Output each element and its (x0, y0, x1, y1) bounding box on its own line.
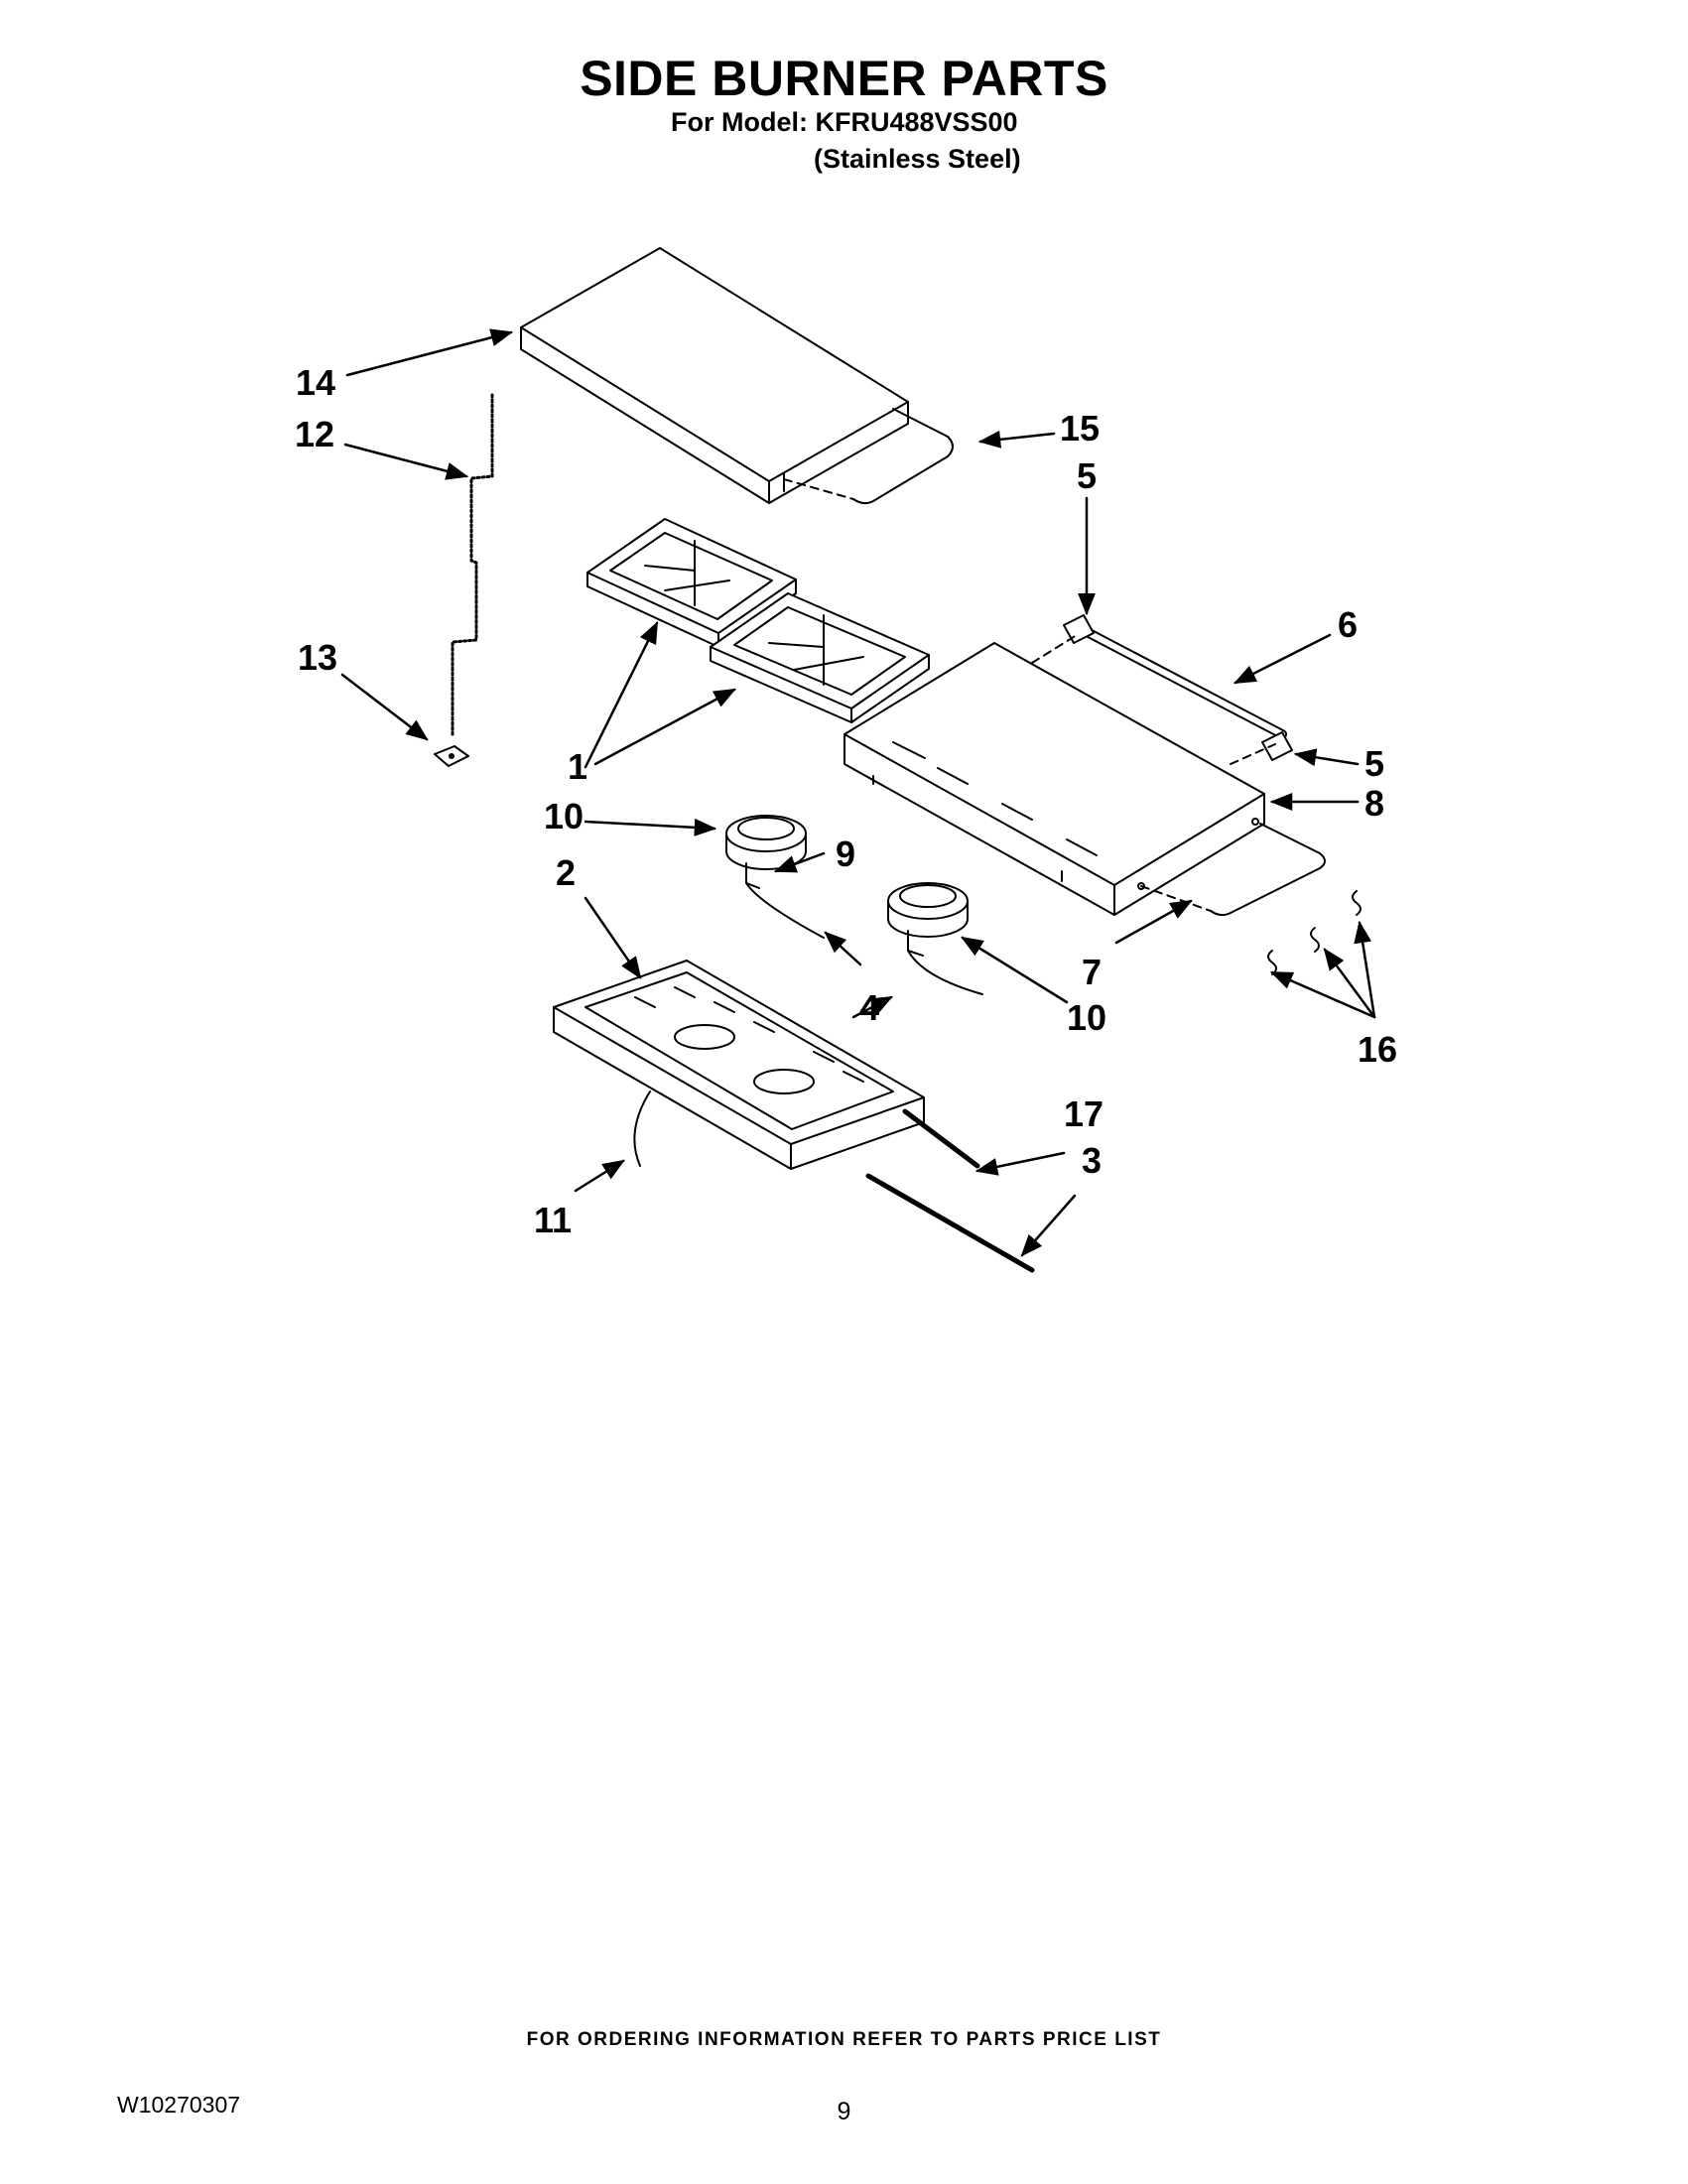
front-rod (1140, 823, 1326, 917)
callout-13: 13 (298, 637, 338, 678)
callout-11: 11 (534, 1200, 573, 1240)
clip (434, 745, 469, 767)
lid-handle (783, 408, 954, 505)
gas-tube-long (865, 1173, 1035, 1273)
callout-15: 15 (1060, 408, 1101, 449)
cover-lid (520, 247, 909, 504)
ordering-note: FOR ORDERING INFORMATION REFER TO PARTS … (526, 2029, 1162, 2050)
callout-8: 8 (1364, 783, 1385, 824)
finish-line: (Stainless Steel) (814, 144, 1021, 174)
callout-16: 16 (1358, 1029, 1398, 1070)
burner-box (844, 642, 1265, 916)
callout-14: 14 (296, 362, 336, 403)
spring-clips (1267, 890, 1362, 975)
model-line: For Model: KFRU488VSS00 (671, 107, 1018, 137)
callout-9: 9 (836, 834, 856, 874)
burner-head-left (725, 815, 825, 939)
burner-grate-right (710, 592, 930, 723)
support-rod (1031, 614, 1293, 765)
page-number: 9 (837, 2098, 851, 2125)
callout-3: 3 (1082, 1140, 1103, 1181)
callout-7: 7 (1082, 952, 1103, 992)
callout-2: 2 (556, 852, 577, 893)
callout-17: 17 (1064, 1093, 1104, 1134)
burner-head-right (887, 882, 983, 995)
burner-base-tray (553, 960, 925, 1170)
gas-tube-short (902, 1108, 980, 1169)
callout-10-right: 10 (1067, 997, 1107, 1038)
callout-12: 12 (295, 414, 335, 454)
callout-10-left: 10 (544, 796, 584, 836)
callout-5-top: 5 (1077, 455, 1098, 496)
igniter-wire (633, 1091, 651, 1167)
callout-4: 4 (859, 987, 880, 1028)
wire-harness (451, 393, 494, 736)
callout-1: 1 (568, 746, 588, 787)
callout-5-bottom: 5 (1364, 743, 1385, 784)
callout-6: 6 (1338, 604, 1359, 645)
page-title: SIDE BURNER PARTS (580, 51, 1108, 106)
document-number: W10270307 (117, 2092, 241, 2118)
